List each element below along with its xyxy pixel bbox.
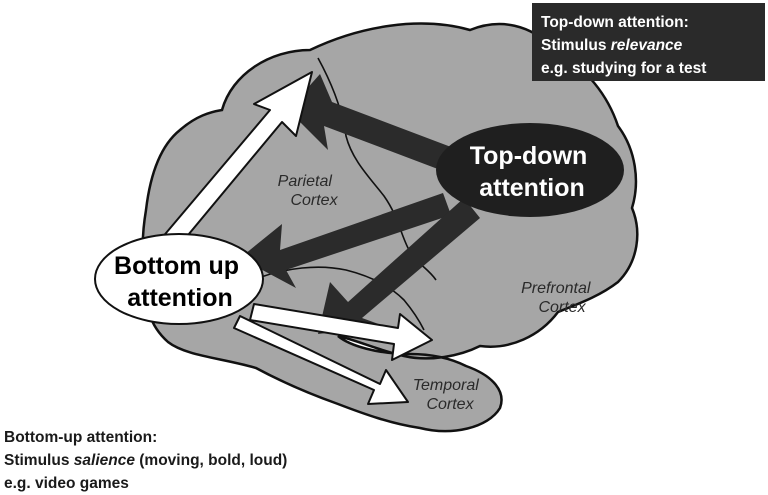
bottom-up-arrow-temporal-upper <box>249 303 433 361</box>
bottom-up-desc-emphasis: salience <box>73 452 135 469</box>
top-down-arrow-parietal <box>288 74 459 174</box>
top-down-arrows <box>240 74 480 334</box>
top-down-description-box: Top-down attention: Stimulus relevance e… <box>532 3 765 81</box>
top-down-arrow-temporal-upper <box>240 193 451 288</box>
temporal-label-line1: Temporal <box>413 377 480 394</box>
bottom-up-desc-line1: Bottom-up attention: <box>4 429 158 446</box>
top-down-desc-line2: Stimulus relevance <box>541 34 755 57</box>
bottom-up-node-label: Bottom up attention <box>114 252 246 312</box>
parietal-label-line2: Cortex <box>290 192 338 209</box>
top-down-node-line1: Top-down <box>470 142 588 170</box>
temporal-label-line2: Cortex <box>426 396 474 413</box>
top-down-arrow-temporal-lower <box>318 198 480 334</box>
top-down-node <box>436 123 624 217</box>
prefrontal-cortex-label: Prefrontal Cortex <box>521 280 595 316</box>
temporal-cortex-label: Temporal Cortex <box>413 377 484 413</box>
bottom-up-node-line1: Bottom up <box>114 252 239 280</box>
prefrontal-label-line2: Cortex <box>538 299 586 316</box>
bottom-up-desc-line3: e.g. video games <box>4 475 129 492</box>
bottom-up-desc-suffix: (moving, bold, loud) <box>134 452 288 469</box>
top-down-desc-line3: e.g. studying for a test <box>541 60 707 77</box>
top-down-desc-emphasis: relevance <box>610 37 683 54</box>
top-down-node-label: Top-down attention <box>470 142 595 202</box>
bottom-up-arrow-temporal-lower <box>233 315 409 405</box>
top-down-desc-prefix: Stimulus <box>541 37 611 54</box>
bottom-up-arrows <box>149 71 433 405</box>
bottom-up-description-box: Bottom-up attention: Stimulus salience (… <box>4 426 334 495</box>
bottom-up-desc-line2: Stimulus salience (moving, bold, loud) <box>4 449 334 472</box>
lateral-sulcus <box>257 266 425 331</box>
bottom-up-desc-prefix: Stimulus <box>4 452 74 469</box>
parietal-cortex-label: Parietal Cortex <box>278 173 339 209</box>
prefrontal-label-line1: Prefrontal <box>521 280 591 297</box>
bottom-up-node-line2: attention <box>127 284 233 312</box>
top-down-node-line2: attention <box>479 174 585 202</box>
parietal-label-line1: Parietal <box>278 173 333 190</box>
bottom-up-node <box>94 233 264 325</box>
top-down-desc-line1: Top-down attention: <box>541 14 689 31</box>
